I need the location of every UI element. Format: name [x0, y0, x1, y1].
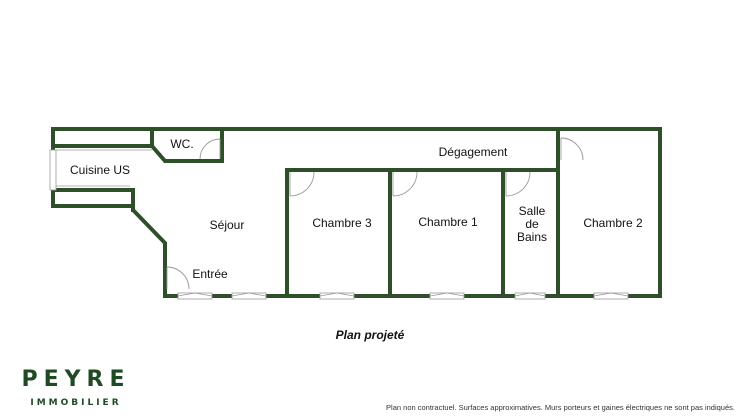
window-glass-b-4 — [446, 292, 465, 297]
logo-name: PEYRE — [21, 367, 131, 392]
window-glass-b-1 — [194, 292, 213, 297]
window-glass-b-3 — [336, 292, 355, 297]
room-label-salle-de-bains-2: de — [525, 217, 539, 231]
door-sdb-swing — [505, 171, 531, 197]
room-label-degagement: Dégagement — [439, 145, 508, 159]
room-label-chambre-2: Chambre 2 — [583, 216, 643, 230]
room-label-chambre-3: Chambre 3 — [312, 216, 372, 230]
company-logo: PEYRE IMMOBILIER — [6, 367, 146, 409]
window-5 — [514, 292, 546, 300]
disclaimer-text: Plan non contractuel. Surfaces approxima… — [386, 403, 735, 412]
room-label-chambre-1: Chambre 1 — [418, 215, 478, 229]
room-label-salle-de-bains-1: Salle — [519, 204, 546, 218]
room-label-entree: Entrée — [192, 267, 228, 281]
door-entree-swing — [166, 266, 190, 290]
plan-caption: Plan projeté — [335, 328, 405, 342]
window-kitchen — [49, 149, 57, 191]
logo-subtitle: IMMOBILIER — [30, 398, 122, 408]
room-label-salle-de-bains-3: Bains — [517, 230, 547, 244]
window-3 — [319, 292, 355, 300]
window-1 — [177, 292, 213, 300]
window-6 — [593, 292, 629, 300]
window-2 — [231, 292, 267, 300]
kitchen-counter-bottom — [51, 188, 135, 208]
window-glass-2 — [231, 292, 250, 297]
window-glass-b-2 — [248, 292, 267, 297]
window-glass-5 — [514, 292, 531, 297]
door-chambre1-swing — [392, 171, 418, 197]
window-glass-4 — [429, 292, 448, 297]
window-glass-b-6 — [610, 292, 629, 297]
window-glass-6 — [593, 292, 612, 297]
window-glass-3 — [319, 292, 338, 297]
room-label-sejour: Séjour — [210, 218, 245, 232]
door-chambre3-swing — [289, 171, 315, 197]
room-label-wc: WC. — [170, 137, 193, 151]
room-label-cuisine: Cuisine US — [70, 163, 130, 177]
door-wc-swing — [199, 138, 221, 160]
window-glass-1 — [177, 292, 196, 297]
window-4 — [429, 292, 465, 300]
outer-wall — [51, 127, 662, 298]
wc-wall — [150, 127, 224, 163]
window-glass-b-5 — [529, 292, 546, 297]
door-chambre2-swing — [560, 137, 584, 161]
